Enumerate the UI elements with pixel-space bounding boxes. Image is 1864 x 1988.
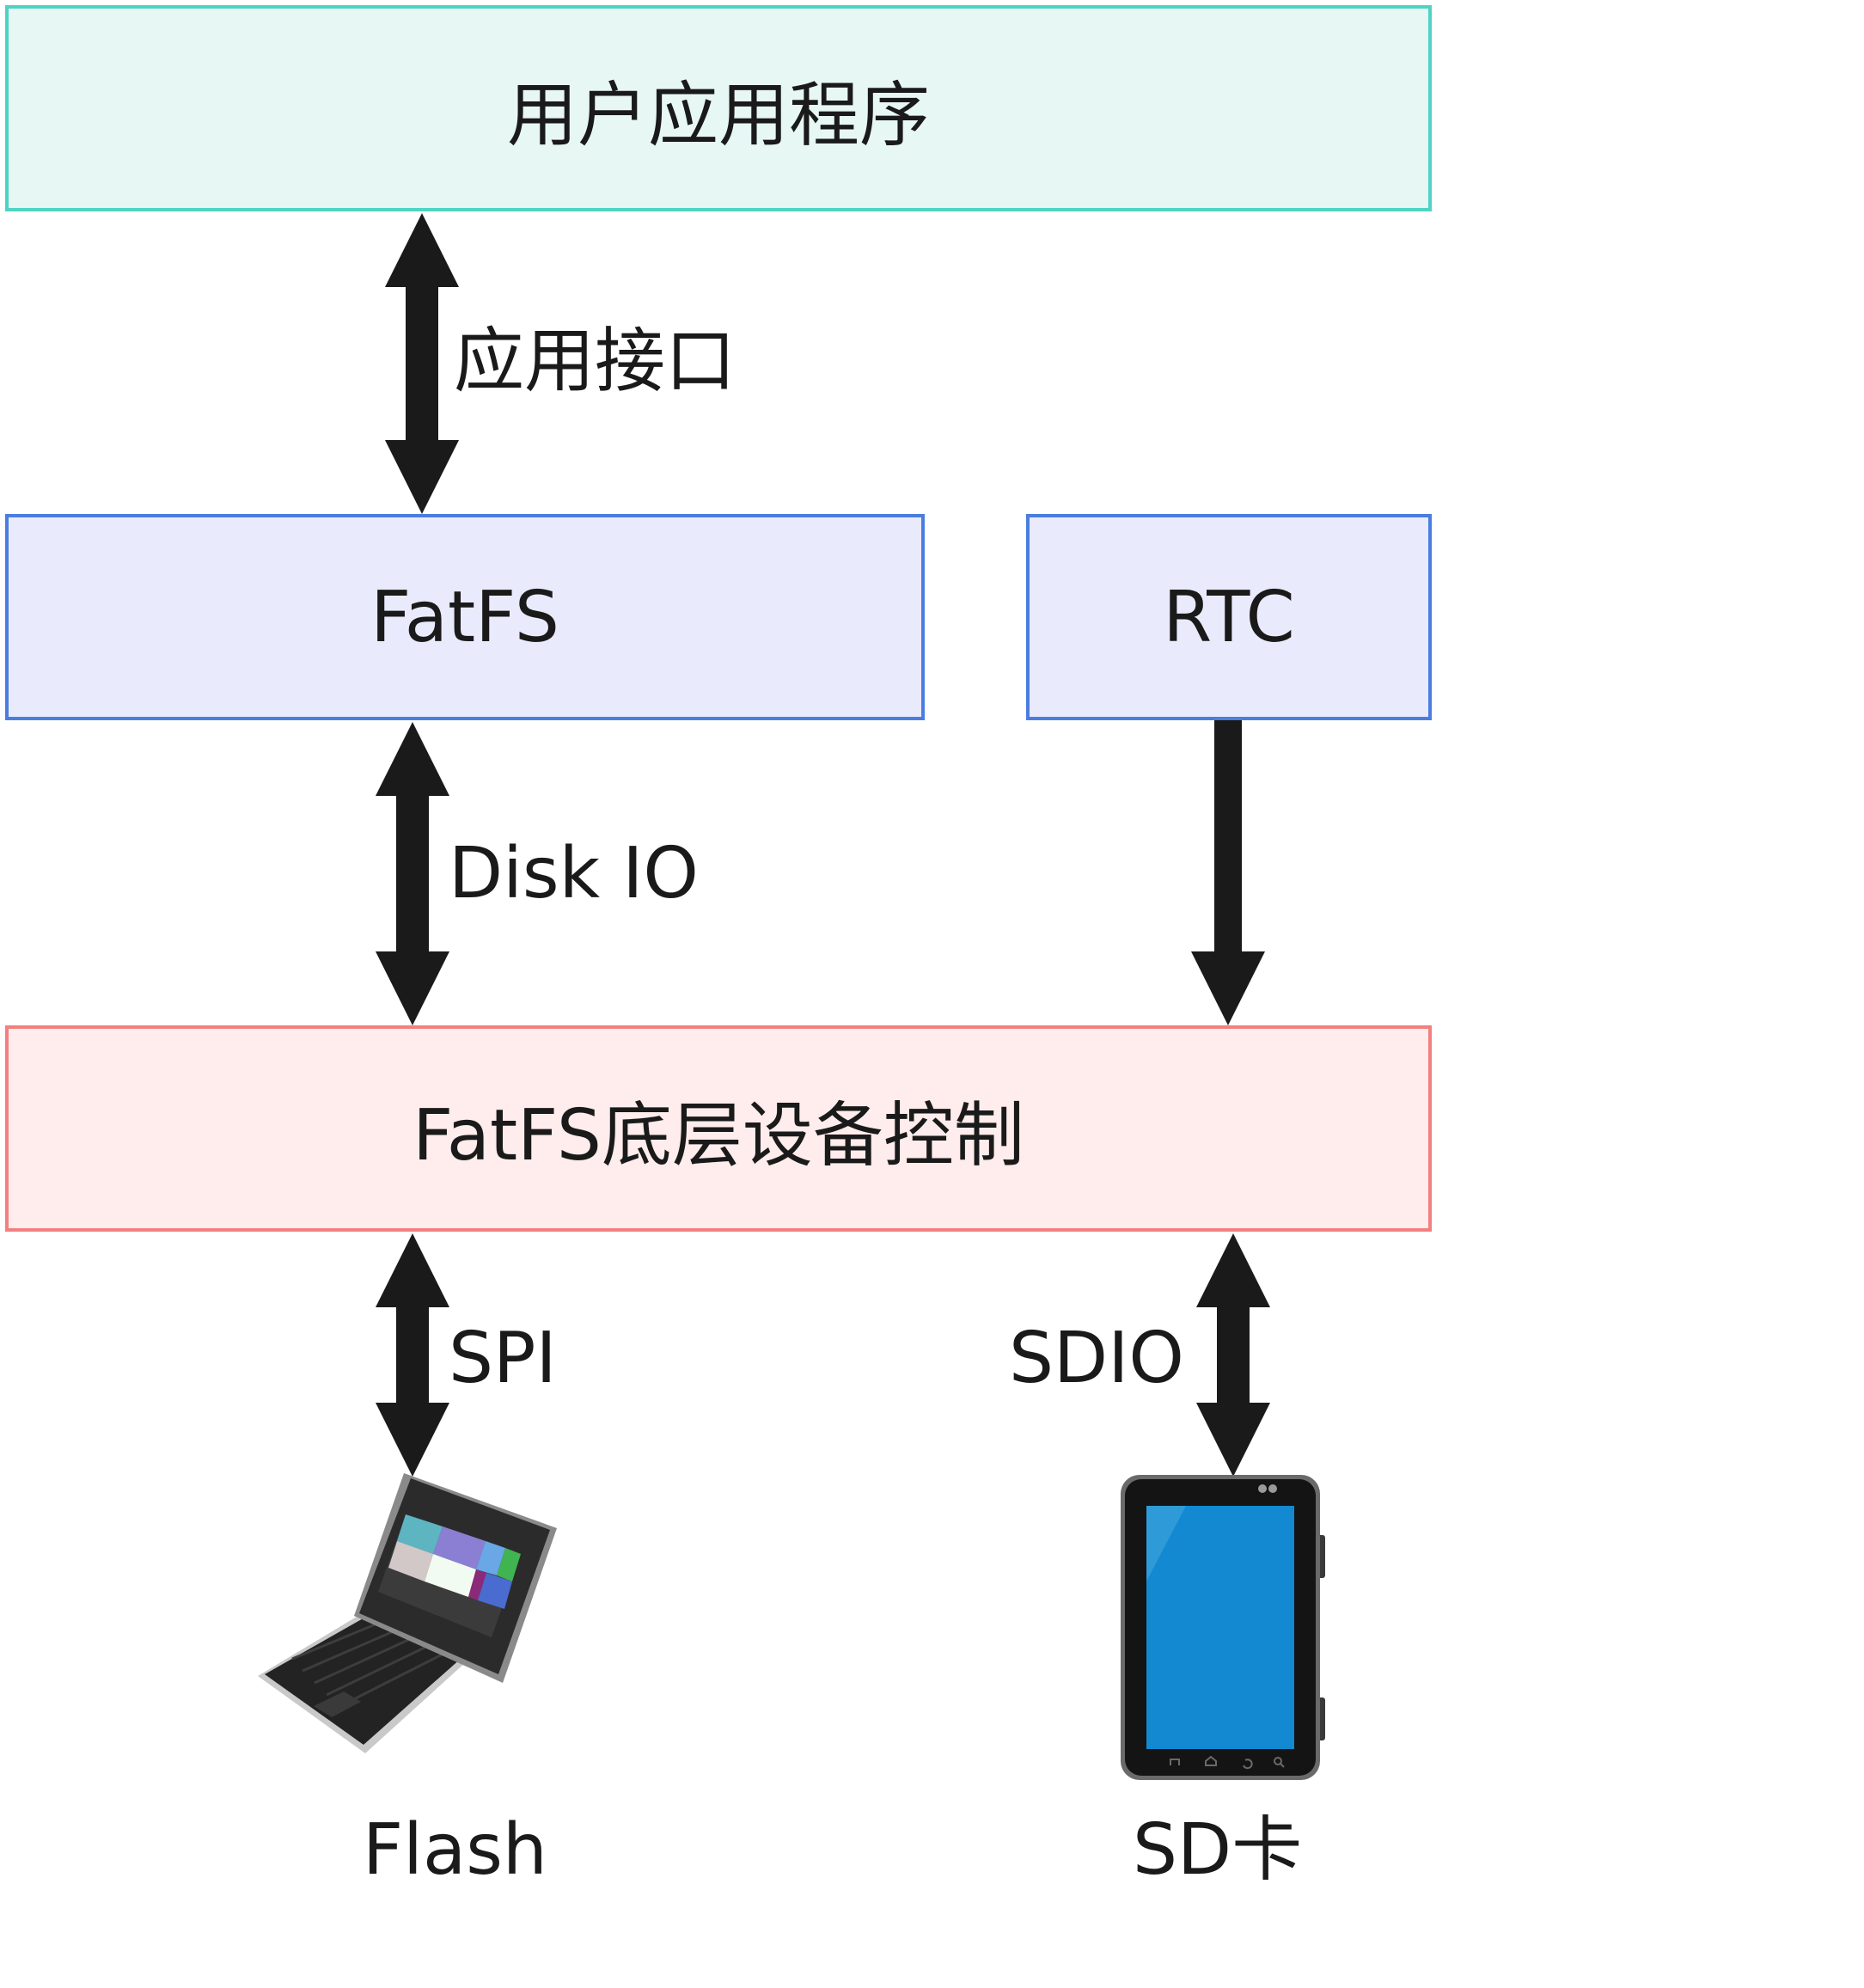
driver-layer-box: FatFS底层设备控制 bbox=[5, 1025, 1432, 1232]
rtc-driver-arrow bbox=[1191, 720, 1265, 1025]
app-layer-box: 用户应用程序 bbox=[5, 5, 1432, 211]
rtc-label: RTC bbox=[1163, 576, 1295, 658]
flash-label: Flash bbox=[363, 1809, 547, 1891]
sd-card-label: SD卡 bbox=[1133, 1809, 1303, 1891]
app-interface-label: 应用接口 bbox=[454, 321, 736, 402]
app-fatfs-arrow bbox=[385, 213, 459, 514]
driver-sd-arrow bbox=[1196, 1233, 1270, 1477]
driver-flash-arrow bbox=[376, 1233, 449, 1477]
laptop-icon bbox=[258, 1473, 557, 1753]
tablet-icon bbox=[1121, 1475, 1325, 1780]
disk-io-label: Disk IO bbox=[449, 833, 699, 914]
spi-label: SPI bbox=[449, 1318, 557, 1399]
fatfs-label: FatFS bbox=[370, 576, 559, 658]
sdio-label: SDIO bbox=[1009, 1318, 1184, 1399]
rtc-box: RTC bbox=[1026, 514, 1432, 720]
fatfs-box: FatFS bbox=[5, 514, 925, 720]
fatfs-driver-arrow bbox=[376, 722, 449, 1025]
app-layer-label: 用户应用程序 bbox=[506, 74, 930, 156]
driver-layer-label: FatFS底层设备控制 bbox=[413, 1094, 1024, 1177]
